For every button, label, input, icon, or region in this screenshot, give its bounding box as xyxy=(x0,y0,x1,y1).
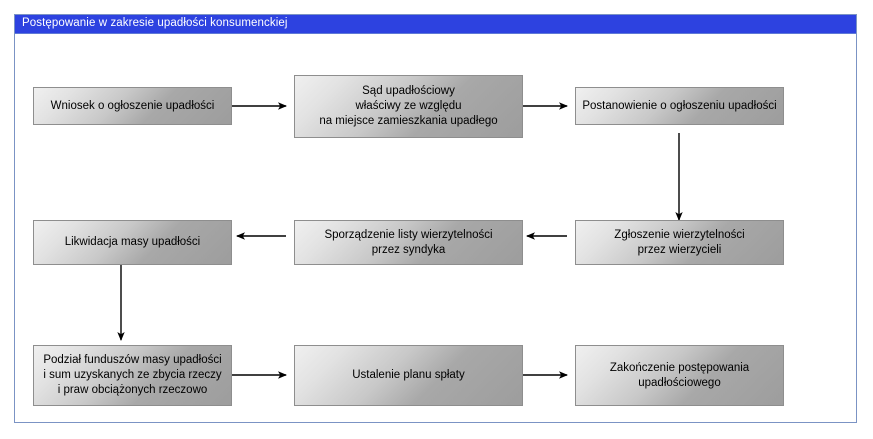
node-label: Postanowienie o ogłoszeniu upadłości xyxy=(582,99,777,112)
node-label: Likwidacja masy upadłości xyxy=(64,236,201,248)
node-wniosek-o-ogloszenie-upadlosci[interactable]: Wniosek o ogłoszenie upadłości xyxy=(33,87,232,125)
diagram-window: Postępowanie w zakresie upadłości konsum… xyxy=(14,14,857,423)
node-postanowienie-o-ogloszeniu-upadlosci[interactable]: Postanowienie o ogłoszeniu upadłości xyxy=(575,87,784,125)
node-likwidacja-masy-upadlosci[interactable]: Likwidacja masy upadłości xyxy=(33,220,232,265)
node-ustalenie-planu-splaty[interactable]: Ustalenie planu spłaty xyxy=(294,345,523,406)
window-content: Wniosek o ogłoszenie upadłości Sąd upadł… xyxy=(15,34,856,422)
window-titlebar[interactable]: Postępowanie w zakresie upadłości konsum… xyxy=(15,15,856,34)
window-title: Postępowanie w zakresie upadłości konsum… xyxy=(22,17,288,29)
node-label: Wniosek o ogłoszenie upadłości xyxy=(50,99,215,112)
node-label: Ustalenie planu spłaty xyxy=(352,369,465,381)
